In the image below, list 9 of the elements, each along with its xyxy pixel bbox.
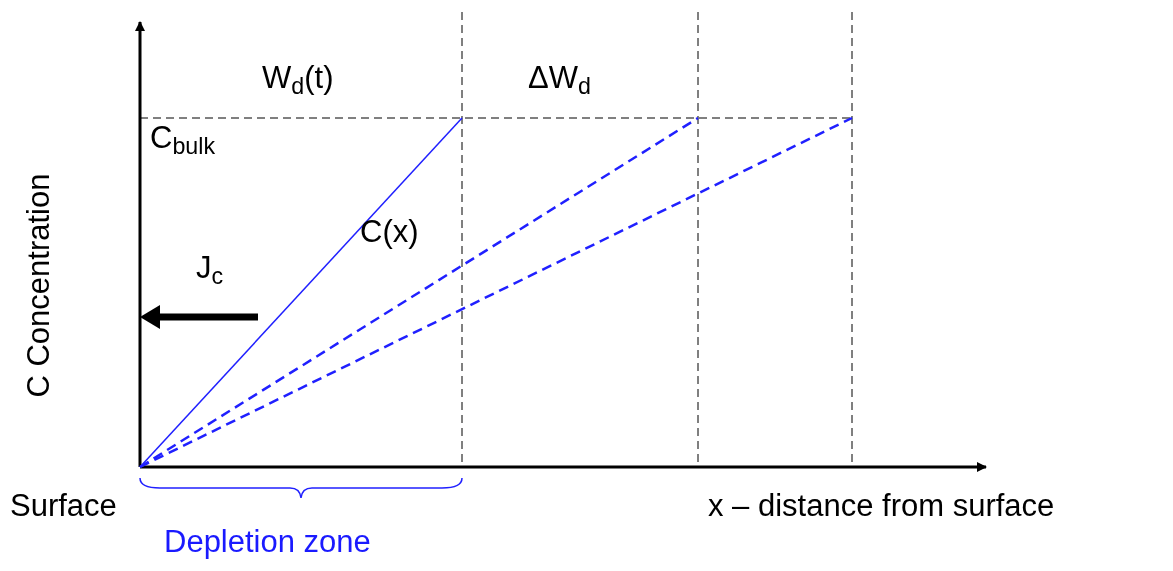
axis-label: C$_{bulk}$ bbox=[150, 122, 216, 153]
axis-label: W$_{d}$(t) bbox=[262, 62, 334, 93]
axis-title: x – distance from surface bbox=[708, 490, 1055, 521]
flux-label: J$_{c}$ bbox=[196, 252, 224, 283]
region-label: Depletion zone bbox=[164, 526, 371, 557]
axis-label: Surface bbox=[10, 490, 117, 521]
axis-label: ΔW$_{d}$ bbox=[528, 62, 591, 93]
axis-title: C Concentration bbox=[22, 172, 54, 400]
curve-label: C(x) bbox=[360, 216, 419, 247]
